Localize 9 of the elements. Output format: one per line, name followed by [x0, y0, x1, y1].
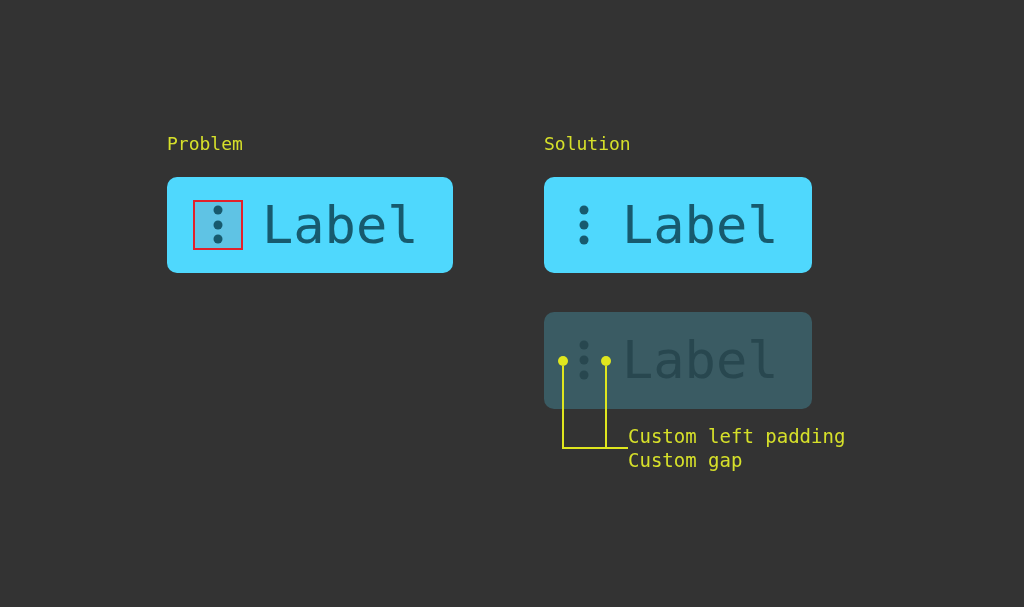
- annotation-text: Custom left padding: [628, 424, 846, 448]
- button: Label: [544, 177, 812, 273]
- annotation-text: Custom gap: [628, 448, 743, 472]
- leader-line: [605, 365, 629, 449]
- marker-dot: [558, 356, 568, 366]
- section-heading: Problem: [167, 132, 243, 156]
- button: Label: [167, 177, 453, 273]
- section-heading: Solution: [544, 132, 631, 156]
- marker-dot: [601, 356, 611, 366]
